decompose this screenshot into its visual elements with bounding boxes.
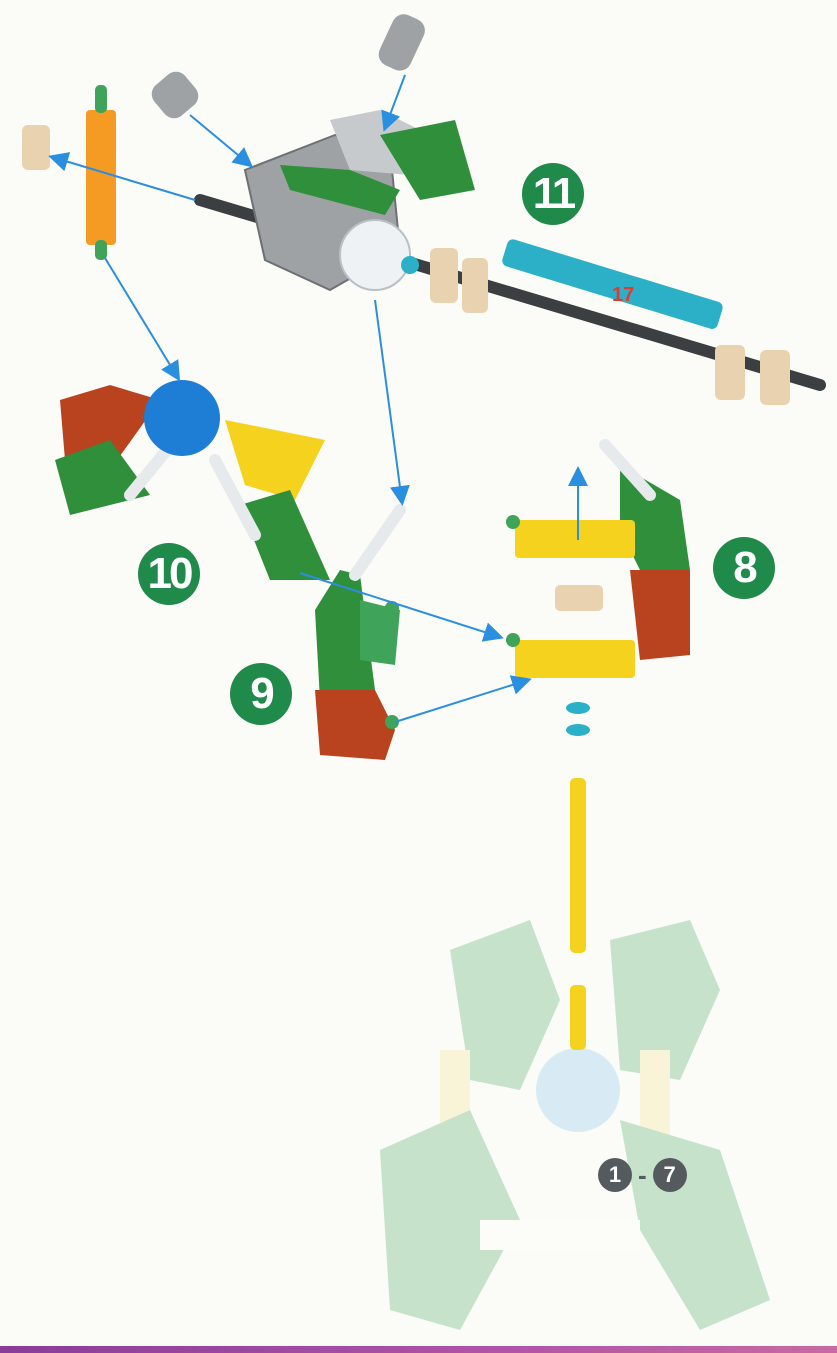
step-11-badge: 11	[522, 163, 584, 225]
previous-steps-range: 1 - 7	[598, 1158, 687, 1192]
step-9-badge: 9	[230, 663, 292, 725]
step-9-assembly	[315, 510, 400, 760]
step-10-assembly	[55, 380, 330, 580]
bottom-color-bar	[0, 1346, 837, 1353]
faded-previous-assembly	[380, 920, 770, 1330]
step-10-badge: 10	[138, 543, 200, 605]
step-8-badge: 8	[713, 537, 775, 599]
spring-count-label: 17	[612, 284, 634, 307]
range-dash: -	[638, 1160, 647, 1191]
range-end-badge: 7	[653, 1158, 687, 1192]
motor-assembly	[147, 10, 820, 405]
range-start-badge: 1	[598, 1158, 632, 1192]
